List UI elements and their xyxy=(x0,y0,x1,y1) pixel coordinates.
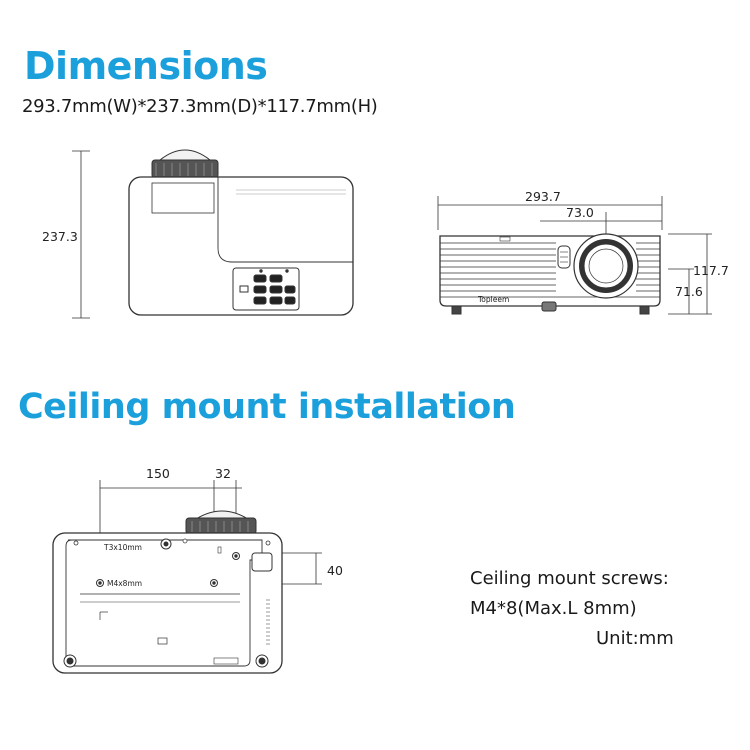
mount-screws-note: Ceiling mount screws: xyxy=(470,568,669,589)
lens-height-label: 71.6 xyxy=(675,284,703,299)
brand-label: Topleem xyxy=(477,295,509,304)
width-dimension-label: 293.7 xyxy=(525,189,561,204)
unit-note: Unit:mm xyxy=(596,628,674,649)
dimensions-subtitle: 293.7mm(W)*237.3mm(D)*117.7mm(H) xyxy=(22,96,378,117)
mount-screw-spec: M4*8(Max.L 8mm) xyxy=(470,598,637,619)
height-dimension-label: 117.7 xyxy=(693,263,729,278)
bottom-view-drawing xyxy=(52,480,322,674)
lens-offset-label: 73.0 xyxy=(566,205,594,220)
dimension-32-label: 32 xyxy=(215,466,231,481)
depth-dimension-label: 237.3 xyxy=(42,229,78,244)
dimension-150-label: 150 xyxy=(146,466,170,481)
top-view-drawing xyxy=(72,149,354,319)
screw-label-t3x10: T3x10mm xyxy=(103,543,142,552)
front-view-drawing xyxy=(437,196,712,315)
ceiling-mount-title: Ceiling mount installation xyxy=(18,387,516,427)
screw-label-m4x8: M4x8mm xyxy=(107,579,142,588)
dimensions-title: Dimensions xyxy=(24,44,268,88)
dimension-40-label: 40 xyxy=(327,563,343,578)
